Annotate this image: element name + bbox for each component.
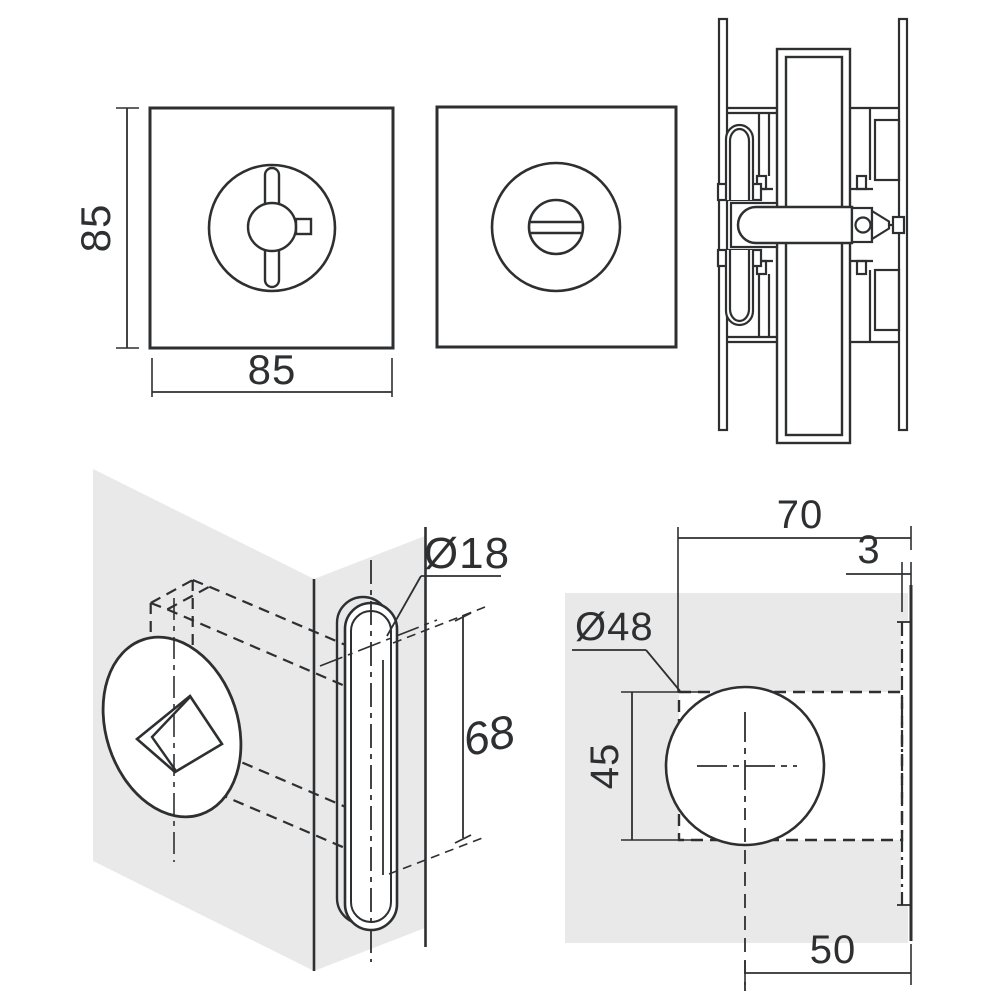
thumbturn-hub [246,201,298,253]
rose-circle [490,161,622,293]
front-view-release [435,105,678,349]
rose-circle [207,163,337,293]
spindle-channel-2 [166,608,346,688]
dim-edge-gap-3 [846,562,912,586]
leader-line [645,649,681,692]
guide-channels [757,113,771,337]
lock-body-outer [775,47,852,445]
square-recess-depth [150,696,191,772]
install-view: 70 3 45 50 Ø48 [565,493,913,991]
pocket-inner-outline [350,610,392,923]
spindle-cone [870,209,891,241]
door-face-left [717,17,729,432]
dim-pocket-length [388,606,486,875]
thumbturn-tab [294,217,313,236]
dim-hole-diameter-48 [572,649,681,692]
rose-square-outline [435,105,678,349]
dim-backset-70-label: 70 [777,493,824,537]
iso-view: Ø18 68 [93,469,520,971]
square-spindle-recess [134,694,224,774]
dim-width-85 [151,358,393,397]
spring-capsule-bottom [716,248,763,327]
spring-capsule-top [716,123,763,202]
dim-pocket-height-45-label: 45 [583,743,627,790]
dim-height-85-label: 85 [72,204,119,253]
dim-center-distance-50 [744,944,912,985]
dim-center-distance-50-label: 50 [810,928,857,972]
fixing-nubs [751,174,873,276]
pocket-depth-line [897,562,911,906]
dim-height-85 [116,107,139,349]
edge-cutout-strip [901,622,911,905]
rose-square-outline [148,106,395,350]
dim-backset-70 [677,526,912,692]
leader-line [386,575,422,637]
front-view-thumbturn: 85 85 [72,106,395,397]
fixing-screw [854,216,872,234]
edge-pocket-right [868,108,901,342]
dim-pocket-length-label: 68 [458,705,519,767]
dim-pocket-diameter-label: Ø18 [424,529,510,578]
dim-edge-gap-3-label: 3 [857,528,880,572]
section-view [716,17,909,445]
spindle-barrel [736,205,854,245]
dim-pocket-diameter [386,575,501,637]
dim-hole-diameter-48-label: Ø48 [575,605,654,649]
spindle-tip [891,215,906,235]
pocket-centerline-diagonal [319,619,438,667]
dim-pocket-height-45 [621,691,703,841]
dim-width-85-label: 85 [248,346,297,393]
spindle-channel-4 [166,770,346,850]
release-slot-circle [527,198,585,256]
lock-body-inner [784,55,844,437]
follower-mechanism [850,206,906,244]
